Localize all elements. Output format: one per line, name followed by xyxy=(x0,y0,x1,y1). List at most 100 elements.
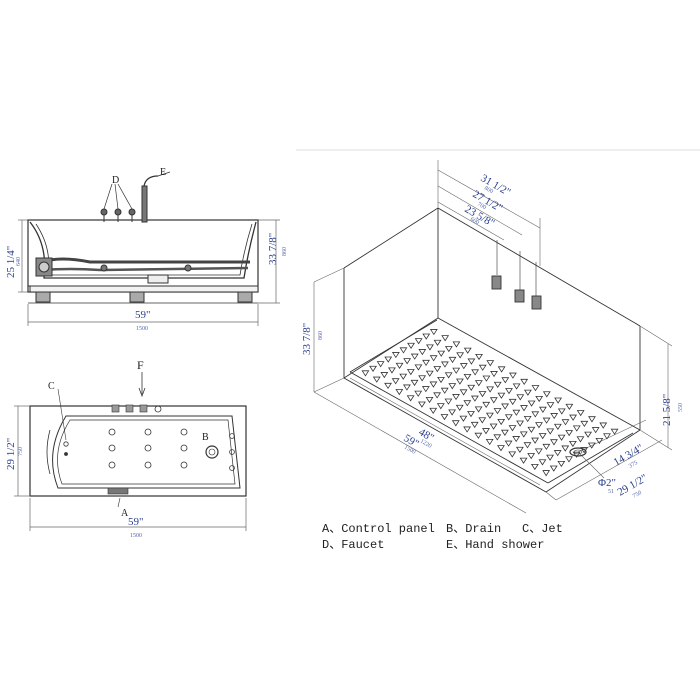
tread-triangle xyxy=(610,428,619,435)
tread-triangle xyxy=(425,370,434,377)
iso-inner-length-mm: 1220 xyxy=(419,439,432,450)
tread-triangle xyxy=(599,422,608,429)
tread-triangle xyxy=(463,400,472,407)
tread-triangle xyxy=(433,392,442,399)
tread-triangle xyxy=(388,367,396,374)
side-letter-d: D xyxy=(112,175,119,186)
tread-triangle xyxy=(478,417,487,424)
tread-triangle xyxy=(549,465,558,472)
tread-triangle xyxy=(497,445,505,452)
tread-triangle xyxy=(459,415,468,422)
tread-triangle xyxy=(436,403,445,410)
tread-triangle xyxy=(542,443,551,451)
tread-triangle xyxy=(429,355,438,362)
tread-triangle xyxy=(441,335,450,342)
tread-triangle xyxy=(440,387,449,394)
tread-triangle xyxy=(534,448,543,455)
tread-triangle xyxy=(474,406,483,413)
tread-triangle xyxy=(470,421,479,429)
tread-triangle xyxy=(418,349,427,356)
iso-depth-mm: 750 xyxy=(632,490,643,500)
tread-triangle xyxy=(448,383,457,390)
tread-triangle xyxy=(588,416,596,423)
tread-triangle xyxy=(399,373,408,380)
side-width-mm: 1500 xyxy=(136,326,148,332)
side-view xyxy=(18,171,280,326)
tread-triangle xyxy=(591,427,600,434)
tread-triangle xyxy=(493,408,502,415)
tread-triangle xyxy=(376,361,385,368)
tread-triangle xyxy=(429,381,438,388)
top-depth-label: 29 1/2" xyxy=(5,438,17,470)
tread-triangle xyxy=(391,378,400,385)
tread-triangle xyxy=(530,463,539,471)
side-letter-e: E xyxy=(160,167,166,178)
tread-triangle xyxy=(504,414,513,421)
tread-triangle xyxy=(497,392,506,399)
iso-drain-offset-mm: 375 xyxy=(628,460,639,470)
side-total-height-label: 33 7/8" xyxy=(267,233,279,265)
tread-triangle xyxy=(561,445,570,452)
tread-triangle xyxy=(410,379,419,387)
tread-triangle xyxy=(535,422,543,429)
iso-top-23-mm: 600 xyxy=(469,217,480,227)
tread-triangle xyxy=(437,350,446,357)
tread-triangle xyxy=(406,395,415,402)
iso-drain-dia: Φ2" xyxy=(598,477,616,489)
legend: A、Control panel B、Drain C、Jet D、Faucet E… xyxy=(322,522,563,552)
side-height-mm: 640 xyxy=(16,257,22,266)
tread-triangle xyxy=(452,341,461,348)
tread-triangle xyxy=(444,346,453,353)
tread-triangle xyxy=(486,360,495,367)
tread-triangle xyxy=(516,394,525,401)
tread-triangle xyxy=(572,425,581,432)
tread-triangle xyxy=(422,359,430,367)
tread-triangle xyxy=(546,402,555,409)
tread-triangle xyxy=(527,426,536,433)
tread-triangle xyxy=(569,414,578,421)
tread-triangle xyxy=(421,386,430,393)
tread-triangle xyxy=(505,388,513,395)
tread-triangle xyxy=(384,356,393,363)
tread-triangle xyxy=(369,365,377,372)
tread-triangle xyxy=(422,333,431,340)
tread-triangle xyxy=(414,364,423,371)
legend-jet: C、Jet xyxy=(522,522,563,536)
tread-triangle xyxy=(508,425,517,432)
iso-right-height: 21 5/8" xyxy=(661,394,673,426)
tread-triangle xyxy=(406,369,415,376)
tread-triangle xyxy=(515,446,524,454)
tread-triangle xyxy=(512,409,521,416)
tread-triangle xyxy=(584,431,592,438)
tread-triangle xyxy=(561,419,570,426)
tread-triangle xyxy=(429,329,438,336)
tread-triangle xyxy=(474,380,483,387)
tread-triangle xyxy=(440,361,449,368)
tread-triangle xyxy=(380,372,389,379)
tread-triangle xyxy=(542,417,551,424)
iso-height-label: 33 7/8" xyxy=(301,323,313,355)
tread-triangle xyxy=(489,397,498,404)
tread-triangle xyxy=(448,356,457,364)
top-view xyxy=(14,372,247,531)
tread-triangle xyxy=(508,372,517,379)
tread-triangle xyxy=(512,436,521,443)
tread-triangle xyxy=(452,394,460,401)
tread-triangle xyxy=(486,386,495,393)
tread-triangle xyxy=(546,428,555,435)
tread-triangle xyxy=(531,385,540,392)
tread-triangle xyxy=(531,437,540,444)
tread-triangle xyxy=(482,428,490,435)
tread-triangle xyxy=(463,426,472,433)
tread-triangle xyxy=(538,406,547,413)
tread-triangle xyxy=(433,366,442,373)
tread-triangle xyxy=(603,433,611,440)
tread-triangle xyxy=(580,447,589,454)
tread-triangle xyxy=(500,429,509,436)
iso-right-height-mm: 550 xyxy=(678,403,684,412)
tread-triangle xyxy=(452,367,461,374)
tread-triangle xyxy=(433,339,442,346)
tread-triangle xyxy=(520,378,529,386)
tread-triangle xyxy=(448,409,457,416)
